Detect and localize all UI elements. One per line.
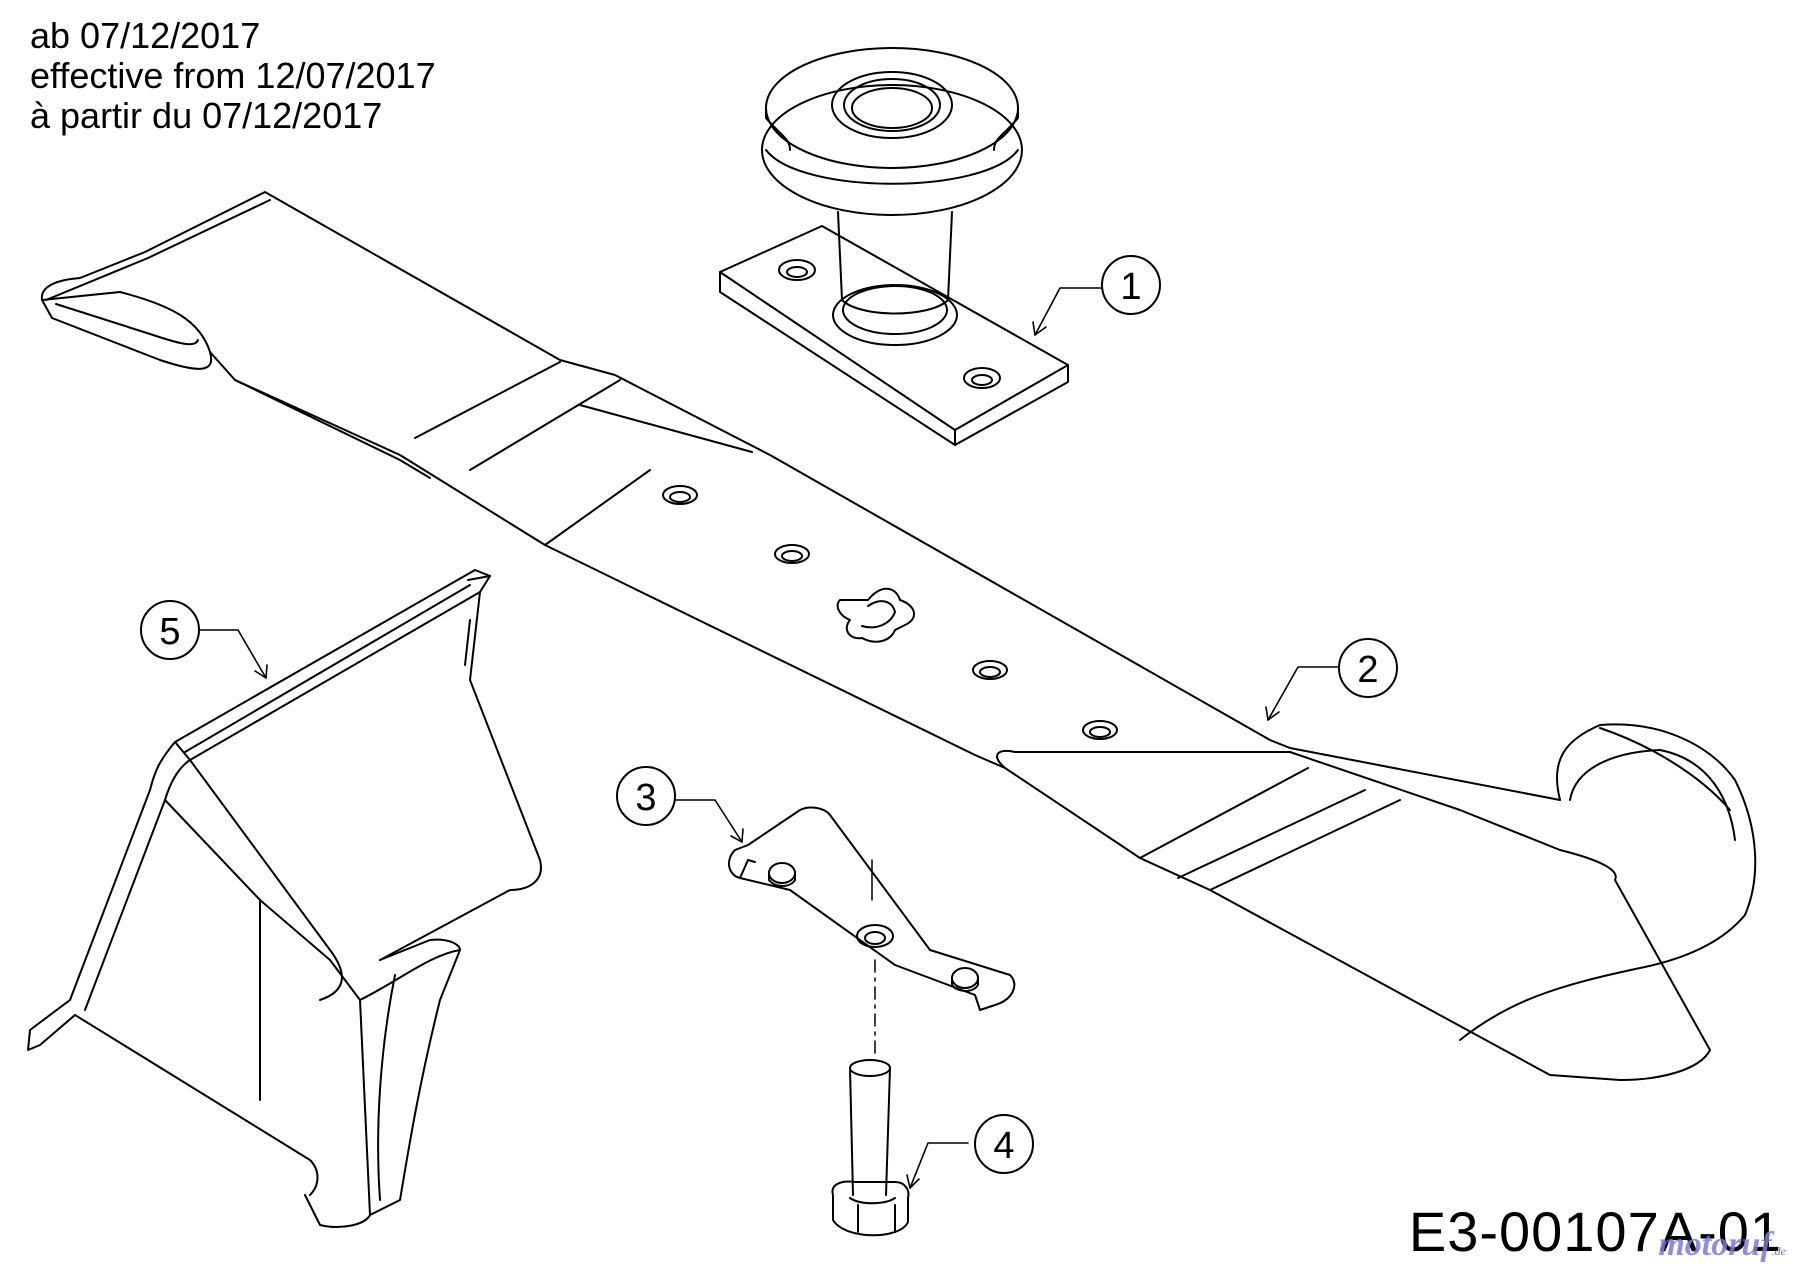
discharge-chute-drawing xyxy=(27,569,542,1228)
callout-2-label: 2 xyxy=(1357,649,1378,691)
bolt-drawing xyxy=(831,1059,910,1237)
blade-adapter-drawing xyxy=(728,806,1016,1056)
callout-5: 5 xyxy=(140,600,200,660)
callout-4-label: 4 xyxy=(993,1125,1014,1167)
effective-date-de: ab 07/12/2017 xyxy=(30,15,261,56)
effective-date-notice: ab 07/12/2017 effective from 12/07/2017 … xyxy=(30,16,436,136)
effective-date-en: effective from 12/07/2017 xyxy=(30,55,436,96)
watermark-text: motoruf xyxy=(1658,1226,1772,1263)
watermark-tld: .de xyxy=(1771,1244,1786,1258)
callout-2: 2 xyxy=(1338,638,1398,698)
callout-1-label: 1 xyxy=(1120,266,1141,308)
effective-date-fr: à partir du 07/12/2017 xyxy=(30,95,383,136)
mower-blade-drawing xyxy=(40,191,1757,1081)
callout-3-label: 3 xyxy=(635,777,656,819)
callout-1: 1 xyxy=(1101,255,1161,315)
drawing-code: E3-00107A-01 xyxy=(1408,1200,1782,1263)
callout-4: 4 xyxy=(974,1114,1034,1174)
pulley-spindle-drawing xyxy=(719,47,1069,446)
leader-lines xyxy=(197,287,1343,1189)
watermark-logo: motoruf.de xyxy=(1658,1226,1786,1264)
callout-3: 3 xyxy=(616,766,676,826)
callout-5-label: 5 xyxy=(159,611,180,653)
